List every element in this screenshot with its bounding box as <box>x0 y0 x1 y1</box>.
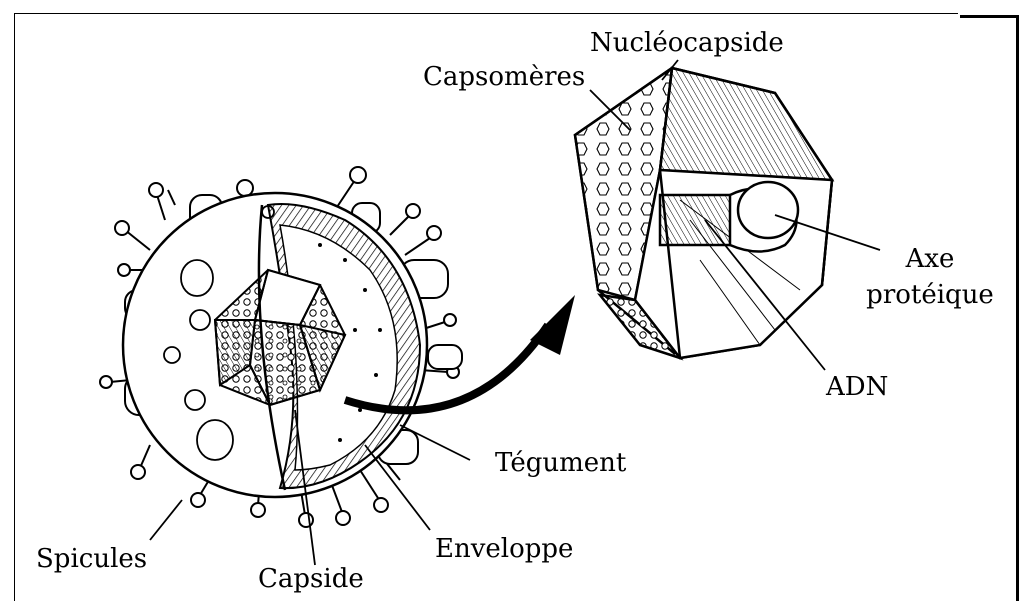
label-enveloppe: Enveloppe <box>435 536 573 562</box>
label-spicules: Spicules <box>36 546 147 572</box>
label-nucleocapside: Nucléocapside <box>590 30 784 56</box>
leader-spicules <box>150 500 182 540</box>
label-capside: Capside <box>258 566 364 592</box>
label-tegument: Tégument <box>495 450 626 476</box>
nucleocapsid-detail <box>575 68 832 358</box>
label-capsomeres: Capsomères <box>423 64 585 90</box>
label-adn: ADN <box>826 374 888 400</box>
label-axe: Axe <box>880 246 980 272</box>
label-proteique: protéique <box>855 282 1005 308</box>
dna-coil <box>660 195 735 245</box>
virion-whole <box>100 167 462 527</box>
